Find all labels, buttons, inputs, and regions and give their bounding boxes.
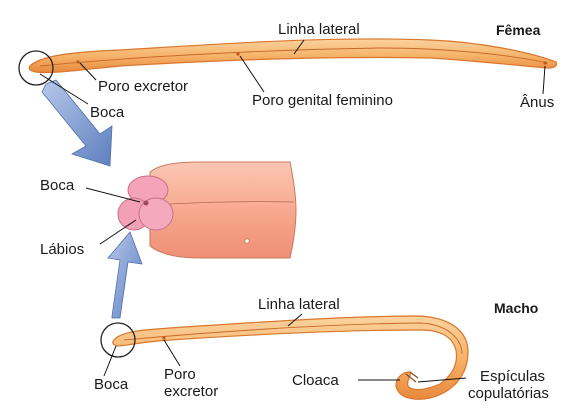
leader-male-mouth <box>104 346 116 376</box>
male-excretory-pore-label-line2: excretor <box>164 383 234 400</box>
female-title: Fêmea <box>496 22 540 39</box>
male-spicules-label-line2: copulatórias <box>468 385 549 402</box>
male-excretory-pore-dot <box>162 336 165 339</box>
head-pore-dot <box>245 239 249 243</box>
male-spicules-label: Espículas copulatórias <box>468 368 549 402</box>
female-excretory-pore-label: Poro excretor <box>98 78 188 95</box>
head-mouth-opening <box>144 201 149 206</box>
male-mouth-label: Boca <box>94 376 128 393</box>
male-title: Macho <box>494 300 538 317</box>
female-worm-body <box>29 39 556 73</box>
female-anus-label: Ânus <box>520 94 554 111</box>
female-excretory-pore-dot <box>76 60 79 63</box>
male-spicules-label-line1: Espículas <box>468 368 549 385</box>
leader-male-excretory-pore <box>164 340 180 366</box>
leader-female-anus <box>543 66 545 94</box>
male-lateral-line-label: Linha lateral <box>258 296 340 313</box>
male-excretory-pore-label: Poro excretor <box>164 366 234 400</box>
head-lips-label: Lábios <box>40 241 84 258</box>
female-mouth-label: Boca <box>90 104 124 121</box>
male-excretory-pore-label-line1: Poro <box>164 366 234 383</box>
male-cloaca-label: Cloaca <box>292 372 339 389</box>
female-genital-pore-label: Poro genital feminino <box>252 92 393 109</box>
female-lateral-line-label: Linha lateral <box>278 21 360 38</box>
female-anus-dot <box>543 61 546 64</box>
female-worm <box>29 39 556 73</box>
arrow-male-to-head <box>108 232 142 318</box>
head-detail <box>118 162 296 258</box>
female-genital-pore-dot <box>236 52 239 55</box>
leader-female-genital-pore <box>240 56 264 92</box>
head-mouth-label: Boca <box>40 177 74 194</box>
